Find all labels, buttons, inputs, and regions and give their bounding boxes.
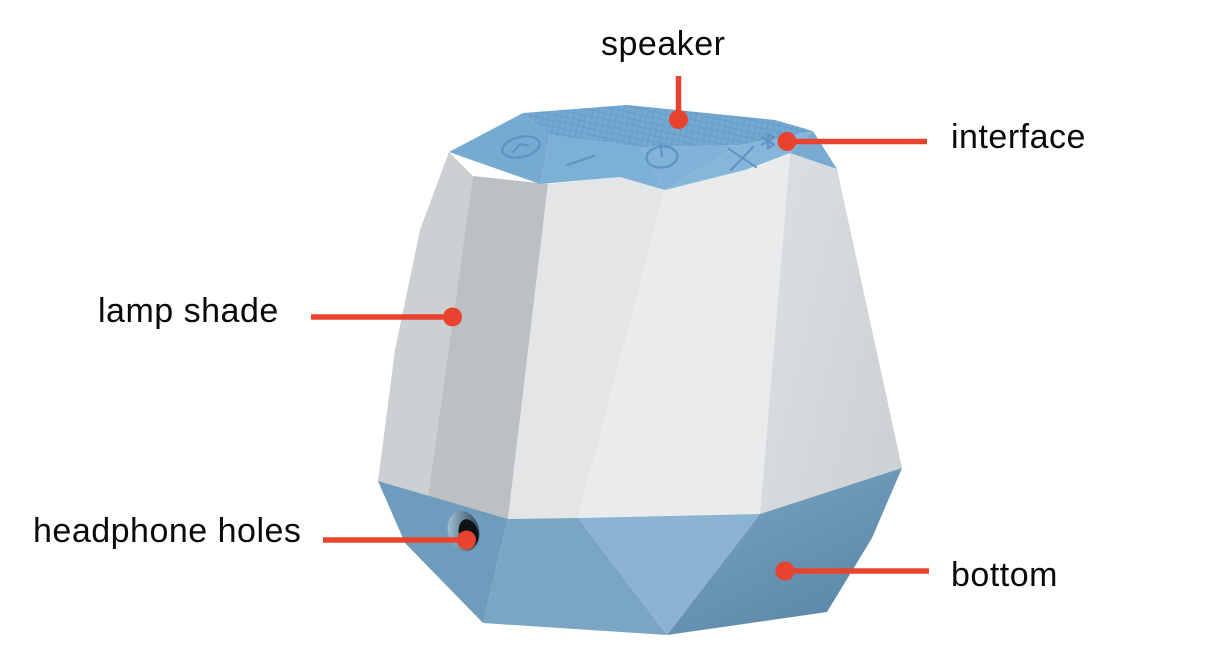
- clock-icon: [501, 135, 541, 159]
- bottom-band: [378, 468, 902, 635]
- lamp-shade-facet-right: [760, 153, 902, 514]
- bottom-facet-mid-left: [483, 518, 667, 635]
- lamp-shade-callout: [311, 307, 462, 327]
- headphone-holes-callout-dot: [457, 530, 476, 550]
- lamp-shade-facet-center: [508, 177, 665, 519]
- lamp-shade-facet-bright: [578, 153, 790, 518]
- top-band-facet-3: [640, 145, 740, 190]
- bottom-callout-dot: [775, 561, 795, 581]
- lamp-shade-facet-dark: [428, 176, 548, 519]
- headphone-holes-callout: [323, 530, 476, 550]
- top-band-facet-5: [790, 131, 837, 169]
- power-icon: [645, 142, 679, 169]
- lamp-shade-body: [378, 152, 902, 519]
- label-interface: interface: [951, 118, 1086, 156]
- label-speaker: speaker: [601, 25, 726, 63]
- dash-icon: [565, 154, 596, 167]
- bottom-facet-front-bright: [578, 514, 760, 635]
- interface-callout: [777, 132, 927, 151]
- lamp-shade-facet-left: [378, 152, 473, 496]
- lamp-shade-callout-dot: [443, 307, 462, 327]
- label-lamp-shade: lamp shade: [98, 292, 279, 330]
- top-band-facet-1: [449, 113, 550, 184]
- interface-icons: [501, 132, 776, 172]
- top-band-facet-2: [540, 135, 665, 190]
- bluetooth-icon: [760, 132, 776, 150]
- interface-callout-dot: [777, 132, 797, 151]
- speaker-callout: [669, 76, 688, 129]
- speaker-grille-mesh: [523, 105, 813, 147]
- label-headphone-holes: headphone holes: [33, 512, 302, 550]
- cross-icon: [727, 145, 758, 172]
- bottom-facet-right: [667, 468, 902, 635]
- top-band: [449, 105, 837, 190]
- bottom-callout: [775, 561, 929, 581]
- label-bottom: bottom: [951, 556, 1058, 594]
- bottom-facet-headphone: [378, 481, 508, 623]
- speaker-callout-dot: [669, 110, 688, 129]
- callouts: [311, 76, 929, 581]
